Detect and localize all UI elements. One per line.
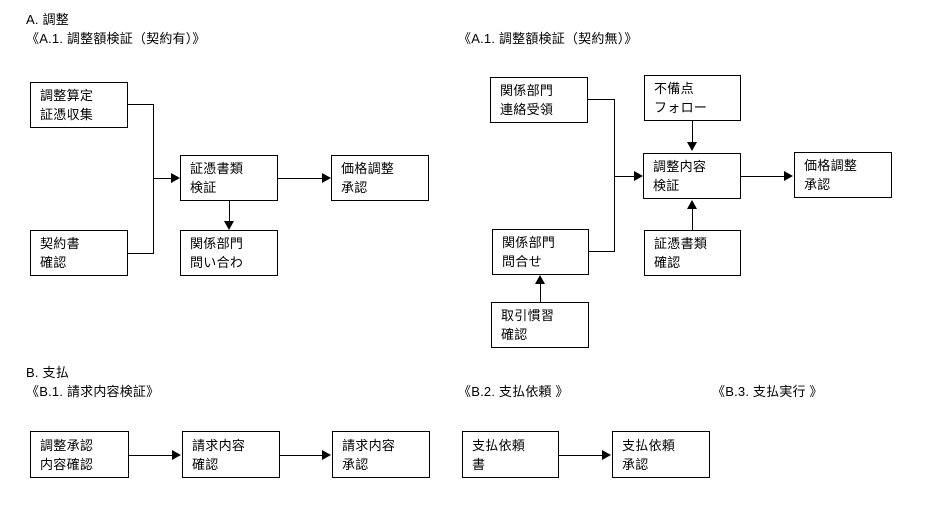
- node-payment-request-approval[interactable]: 支払依頼 承認: [612, 431, 710, 478]
- arrowhead-defect-to-verify-content: [687, 142, 697, 151]
- node-dept-contact-receipt-line2: 連絡受領: [500, 102, 554, 117]
- connector-invoice-check-to-invoice-approval: [280, 455, 323, 456]
- section-b-title: B. 支払: [26, 365, 69, 380]
- node-price-adjustment-approval-a1no-line1: 価格調整: [804, 158, 858, 173]
- subsection-b3-title: 《B.3. 支払実行 》: [712, 384, 823, 399]
- arrowhead-to-verify-documents: [171, 173, 180, 183]
- node-price-adjustment-approval-a1no-line2: 承認: [804, 177, 831, 192]
- node-verify-adjustment-content-line2: 検証: [653, 178, 680, 193]
- node-evidence-check[interactable]: 証憑書類 確認: [644, 230, 741, 276]
- node-defect-followup-line1: 不備点: [654, 81, 694, 96]
- node-price-adjustment-approval-a1yes-line2: 承認: [341, 180, 368, 195]
- node-dept-inquiry-a1no-line2: 問合せ: [502, 254, 542, 269]
- node-trade-custom-check-line1: 取引慣習: [501, 308, 555, 323]
- node-payment-request-doc-line2: 書: [472, 456, 486, 472]
- node-payment-request-doc[interactable]: 支払依頼 書: [462, 431, 559, 478]
- node-price-adjustment-approval-a1yes-line1: 価格調整: [341, 161, 395, 176]
- node-collect-evidence-line2: 証憑収集: [40, 107, 94, 122]
- arrowhead-to-verify-content: [634, 171, 643, 181]
- node-trade-custom-check-line2: 確認: [501, 327, 528, 342]
- connector-defect-to-verify-content: [692, 121, 693, 143]
- node-dept-inquiry-a1no[interactable]: 関係部門 問合せ: [492, 229, 589, 275]
- node-price-adjustment-approval-a1yes[interactable]: 価格調整 承認: [331, 155, 429, 201]
- node-adjustment-approval-check-line2: 内容確認: [40, 456, 94, 472]
- node-verify-documents-line1: 証憑書類: [190, 161, 244, 176]
- node-invoice-content-check[interactable]: 請求内容 確認: [182, 431, 280, 478]
- connector-collect-to-junction: [128, 104, 154, 105]
- node-dept-contact-receipt-line1: 関係部門: [500, 83, 554, 98]
- subsection-b1-title: 《B.1. 請求内容検証》: [26, 384, 160, 399]
- node-payment-request-doc-line1: 支払依頼: [472, 437, 526, 453]
- subsection-a1-contract-yes-title: 《A.1. 調整額検証（契約有）》: [26, 31, 206, 46]
- node-collect-evidence[interactable]: 調整算定 証憑収集: [30, 82, 128, 128]
- connector-adjust-check-to-invoice-check: [129, 455, 173, 456]
- node-dept-inquiry-a1yes[interactable]: 関係部門 問い合わ: [180, 230, 278, 276]
- node-verify-adjustment-content-line1: 調整内容: [653, 159, 707, 174]
- arrowhead-to-price-approval-a1no: [784, 171, 793, 181]
- node-dept-inquiry-a1yes-line1: 関係部門: [190, 236, 244, 251]
- node-defect-followup-line2: フォロー: [654, 100, 708, 115]
- node-evidence-check-line1: 証憑書類: [654, 236, 708, 251]
- node-collect-evidence-line1: 調整算定: [40, 88, 94, 103]
- connector-dept-contact-to-junction: [588, 99, 615, 100]
- node-defect-followup[interactable]: 不備点 フォロー: [644, 75, 741, 121]
- connector-vertical-bus-a1no: [614, 99, 615, 252]
- node-payment-request-approval-line1: 支払依頼: [622, 437, 676, 453]
- arrowhead-to-dept-inquiry-a1yes: [224, 221, 234, 230]
- node-dept-inquiry-a1yes-line2: 問い合わ: [190, 255, 244, 270]
- node-trade-custom-check[interactable]: 取引慣習 確認: [491, 302, 589, 348]
- node-contract-check-line1: 契約書: [40, 236, 80, 251]
- arrowhead-to-payment-request-approval: [602, 450, 611, 460]
- node-verify-documents-line2: 検証: [190, 180, 217, 195]
- node-adjustment-approval-check-line1: 調整承認: [40, 437, 94, 453]
- node-dept-contact-receipt[interactable]: 関係部門 連絡受領: [490, 77, 588, 123]
- node-invoice-content-check-line2: 確認: [192, 456, 219, 472]
- connector-evidence-check-to-verify-content: [692, 209, 693, 230]
- node-invoice-content-approval-line2: 承認: [342, 456, 369, 472]
- connector-verify-content-to-price-approval: [741, 176, 785, 177]
- node-payment-request-approval-line2: 承認: [622, 456, 649, 472]
- connector-dept-inquiry-to-junction: [589, 251, 615, 252]
- connector-payment-doc-to-approval: [559, 455, 603, 456]
- arrowhead-to-price-approval-a1yes: [322, 173, 331, 183]
- subsection-a1-contract-no-title: 《A.1. 調整額検証（契約無）》: [458, 31, 638, 46]
- connector-verify-to-price-approval: [278, 178, 323, 179]
- node-price-adjustment-approval-a1no[interactable]: 価格調整 承認: [794, 152, 892, 198]
- connector-junction-to-verify-documents: [153, 178, 172, 179]
- connector-trade-custom-to-dept-inquiry: [540, 284, 541, 302]
- connector-vertical-bus-a1yes: [153, 104, 154, 254]
- node-invoice-content-check-line1: 請求内容: [192, 437, 246, 453]
- connector-contract-to-junction: [128, 253, 154, 254]
- node-invoice-content-approval[interactable]: 請求内容 承認: [332, 431, 430, 478]
- arrowhead-to-invoice-content-approval: [322, 450, 331, 460]
- connector-junction-to-verify-content: [614, 176, 635, 177]
- node-invoice-content-approval-line1: 請求内容: [342, 437, 396, 453]
- node-contract-check[interactable]: 契約書 確認: [30, 230, 128, 276]
- arrowhead-trade-custom-to-dept-inquiry: [535, 275, 545, 284]
- arrowhead-evidence-check-to-verify-content: [687, 200, 697, 209]
- subsection-b2-title: 《B.2. 支払依頼 》: [458, 384, 569, 399]
- node-adjustment-approval-check[interactable]: 調整承認 内容確認: [30, 431, 129, 478]
- node-dept-inquiry-a1no-line1: 関係部門: [502, 235, 556, 250]
- section-a-title: A. 調整: [26, 12, 69, 27]
- node-verify-documents[interactable]: 証憑書類 検証: [180, 155, 278, 201]
- node-verify-adjustment-content[interactable]: 調整内容 検証: [643, 153, 741, 199]
- connector-verify-to-dept-inquiry: [229, 201, 230, 222]
- node-evidence-check-line2: 確認: [654, 255, 681, 270]
- arrowhead-to-invoice-content-check: [172, 450, 181, 460]
- node-contract-check-line2: 確認: [40, 255, 67, 270]
